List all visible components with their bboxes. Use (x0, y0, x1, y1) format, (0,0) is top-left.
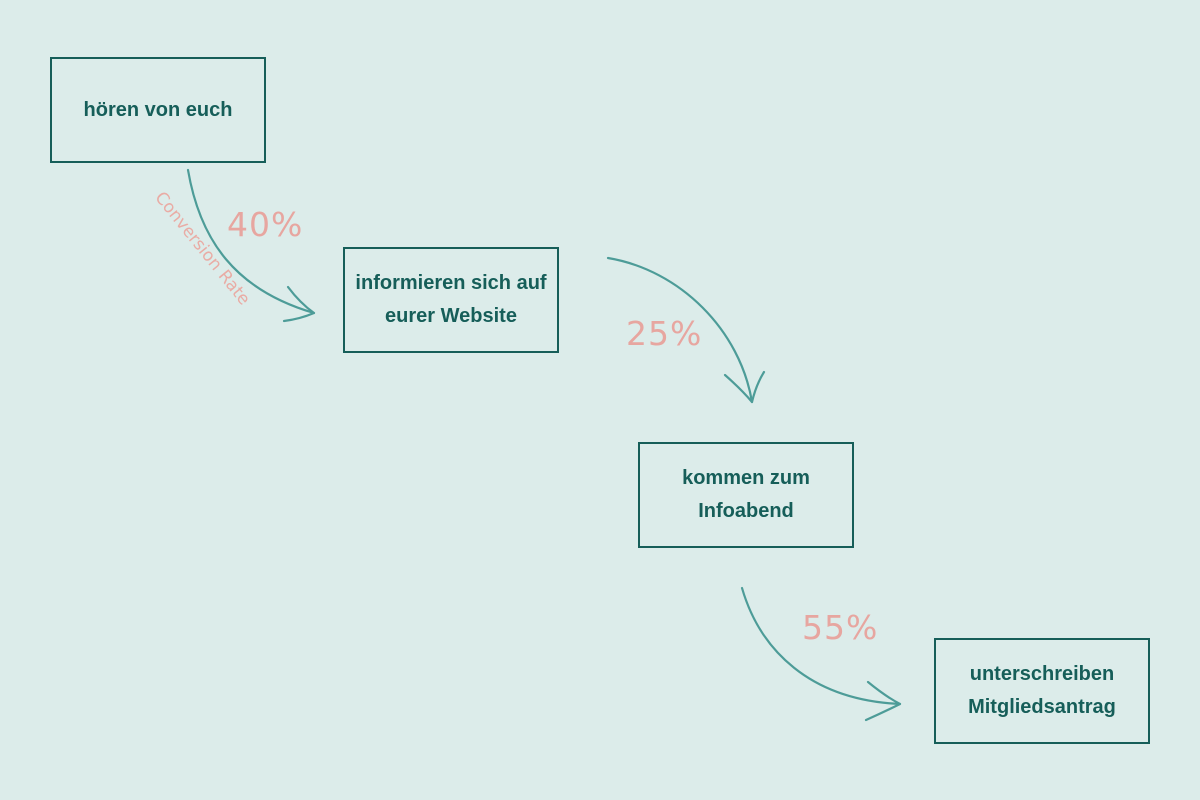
rate-label-3: 55% (802, 608, 879, 647)
step-label-2: informieren sich auf eurer Website (355, 272, 547, 327)
arrow-1 (186, 168, 316, 323)
step-label-1: hören von euch (83, 98, 233, 121)
step-box-2: informieren sich auf eurer Website (343, 247, 559, 353)
rate-label-1: 40% (227, 205, 304, 244)
arrow-2 (606, 256, 766, 404)
step-label-3: kommen zum Infoabend (682, 467, 810, 522)
step-box-1: hören von euch (50, 57, 266, 163)
step-box-3: kommen zum Infoabend (638, 442, 854, 548)
step-label-4: unterschreiben Mitgliedsantrag (968, 663, 1116, 718)
step-box-4: unterschreiben Mitgliedsantrag (934, 638, 1150, 744)
arrow-3 (740, 586, 902, 722)
rate-label-2: 25% (626, 314, 703, 353)
